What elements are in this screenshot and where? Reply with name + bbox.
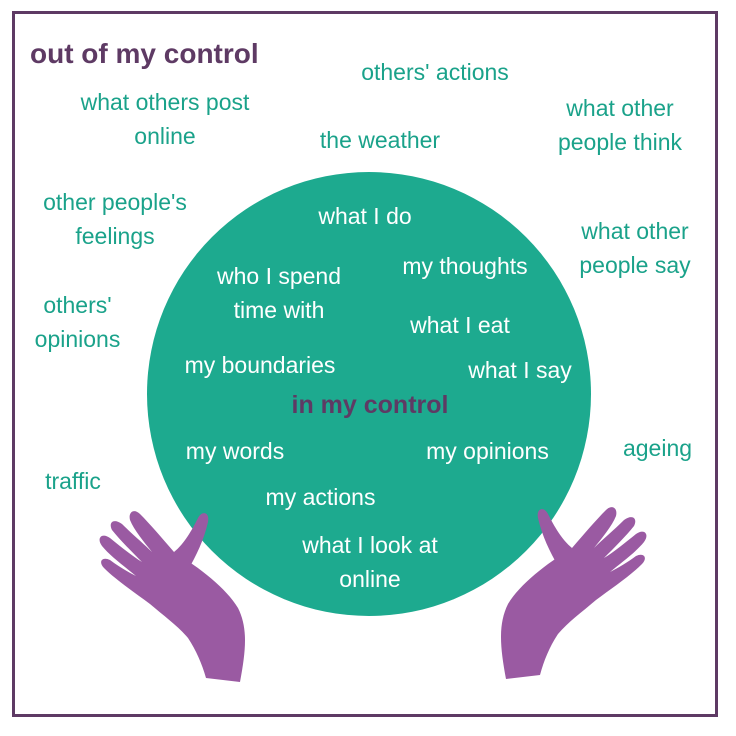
outside-item: others' actions bbox=[361, 59, 509, 85]
inside-item: what I look at online bbox=[302, 532, 438, 592]
inside-item: what I do bbox=[318, 203, 412, 229]
diagram-frame bbox=[12, 11, 718, 717]
inside-item: who I spend time with bbox=[216, 263, 342, 323]
inside-item: my boundaries bbox=[184, 352, 336, 378]
in-control-circle bbox=[147, 172, 591, 616]
right-hand-icon bbox=[501, 507, 647, 679]
outside-item: ageing bbox=[622, 435, 693, 461]
outside-item: other people's feelings bbox=[43, 189, 187, 249]
inside-item: what I say bbox=[468, 357, 572, 383]
outside-item: what other people think bbox=[557, 95, 683, 155]
inside-item: my thoughts bbox=[402, 253, 528, 279]
left-hand-icon bbox=[99, 511, 245, 682]
inside-item: what I eat bbox=[410, 312, 510, 338]
outside-item: what others post online bbox=[80, 89, 250, 149]
inside-item: my actions bbox=[265, 484, 376, 510]
in-control-heading: in my control bbox=[291, 391, 449, 419]
outside-item: what other people say bbox=[579, 218, 691, 278]
inside-item: my words bbox=[185, 438, 285, 464]
out-of-control-heading: out of my control bbox=[30, 38, 259, 69]
inside-item: my opinions bbox=[426, 438, 549, 464]
outside-item: the weather bbox=[319, 127, 441, 153]
outside-item: traffic bbox=[45, 468, 101, 494]
outside-item: others' opinions bbox=[34, 292, 121, 352]
